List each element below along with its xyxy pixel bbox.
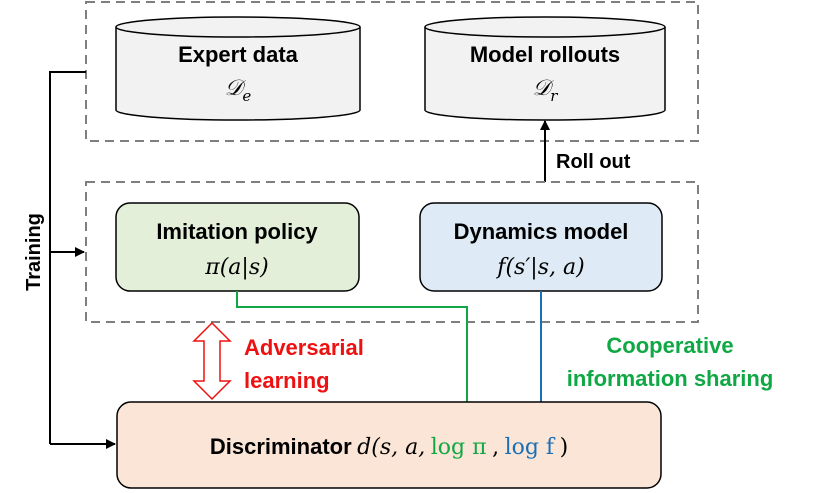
model-rollouts-title: Model rollouts (470, 42, 620, 67)
model-rollouts-cylinder: Model rollouts 𝒟r (424, 16, 666, 121)
policy-info-arrow (236, 291, 472, 428)
imitation-policy-title: Imitation policy (156, 219, 318, 244)
discriminator-prefix: d(s, a, (357, 435, 425, 460)
expert-data-cylinder: Expert data 𝒟e (115, 16, 361, 121)
discriminator-label: Discriminator d(s, a, log π , log f ) (210, 434, 568, 460)
discriminator-title: Discriminator (210, 434, 352, 459)
discriminator-box: Discriminator d(s, a, log π , log f ) (116, 401, 662, 489)
discriminator-comma: , (492, 435, 499, 460)
training-label: Training (23, 213, 45, 291)
adversarial-label-line1: Adversarial (244, 335, 364, 360)
expert-data-symbol: 𝒟e (225, 76, 252, 105)
dynamics-model-formula: f(s′|s, a) (495, 255, 584, 280)
discriminator-log-pi: log π (431, 435, 487, 460)
dynamics-model-box: Dynamics model f(s′|s, a) (419, 202, 663, 292)
adversarial-label-line2: learning (244, 368, 330, 393)
imitation-policy-formula: π(a|s) (204, 255, 268, 280)
model-rollouts-symbol: 𝒟r (533, 76, 559, 105)
imitation-policy-box: Imitation policy π(a|s) (115, 202, 360, 292)
discriminator-suffix: ) (560, 435, 569, 460)
discriminator-log-f: log f (505, 435, 556, 460)
dynamics-model-title: Dynamics model (454, 219, 629, 244)
expert-data-title: Expert data (178, 42, 299, 67)
models-container (85, 181, 699, 323)
training-line-to-data (49, 71, 86, 444)
cooperative-label-line1: Cooperative (606, 333, 733, 358)
rollout-label: Roll out (556, 151, 631, 173)
adversarial-double-arrow (192, 321, 232, 401)
cooperative-label-line2: information sharing (567, 366, 774, 391)
